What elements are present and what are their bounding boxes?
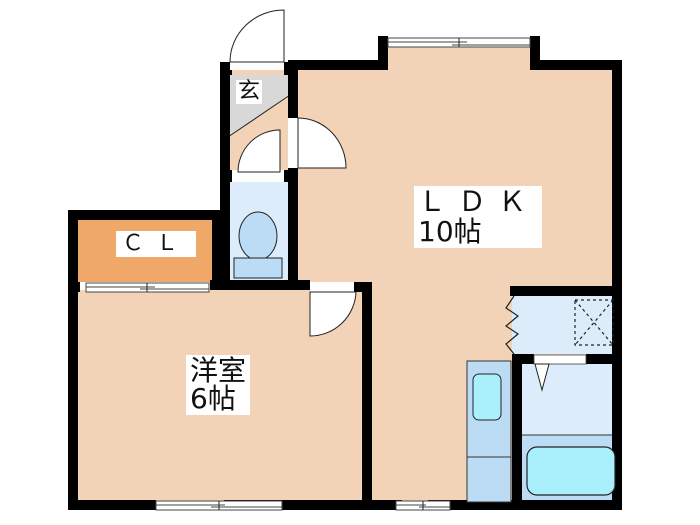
bathtub-fixture <box>526 446 616 496</box>
window-closet <box>85 282 210 293</box>
room-label-western: 洋室 6帖 <box>186 354 251 415</box>
door-entrance <box>229 9 285 70</box>
ldk-name: ＬＤＫ <box>418 185 539 218</box>
door-ldk <box>288 117 347 169</box>
room-label-genkan: 玄 <box>236 79 263 104</box>
room-label-ldk: ＬＤＫ 10帖 <box>414 185 543 248</box>
window-ldk-bottom <box>395 500 451 511</box>
ldk-bay-floor <box>388 44 530 70</box>
washbasin-fixture <box>466 360 512 503</box>
window-western-room <box>155 500 283 511</box>
room-label-closet: ＣＬ <box>116 231 197 257</box>
door-toilet <box>232 129 284 182</box>
washing-machine-space <box>574 299 614 346</box>
door-western-room <box>309 282 357 337</box>
western-size: 6帖 <box>190 382 236 415</box>
western-name: 洋室 <box>190 354 247 387</box>
ldk-size: 10帖 <box>418 215 482 248</box>
walls <box>68 36 622 510</box>
door-washroom-accordion <box>504 295 520 355</box>
washroom-floor <box>512 294 614 354</box>
toilet-fixture <box>233 211 283 279</box>
door-bathroom <box>533 354 587 392</box>
window-ldk-bay <box>387 37 531 48</box>
